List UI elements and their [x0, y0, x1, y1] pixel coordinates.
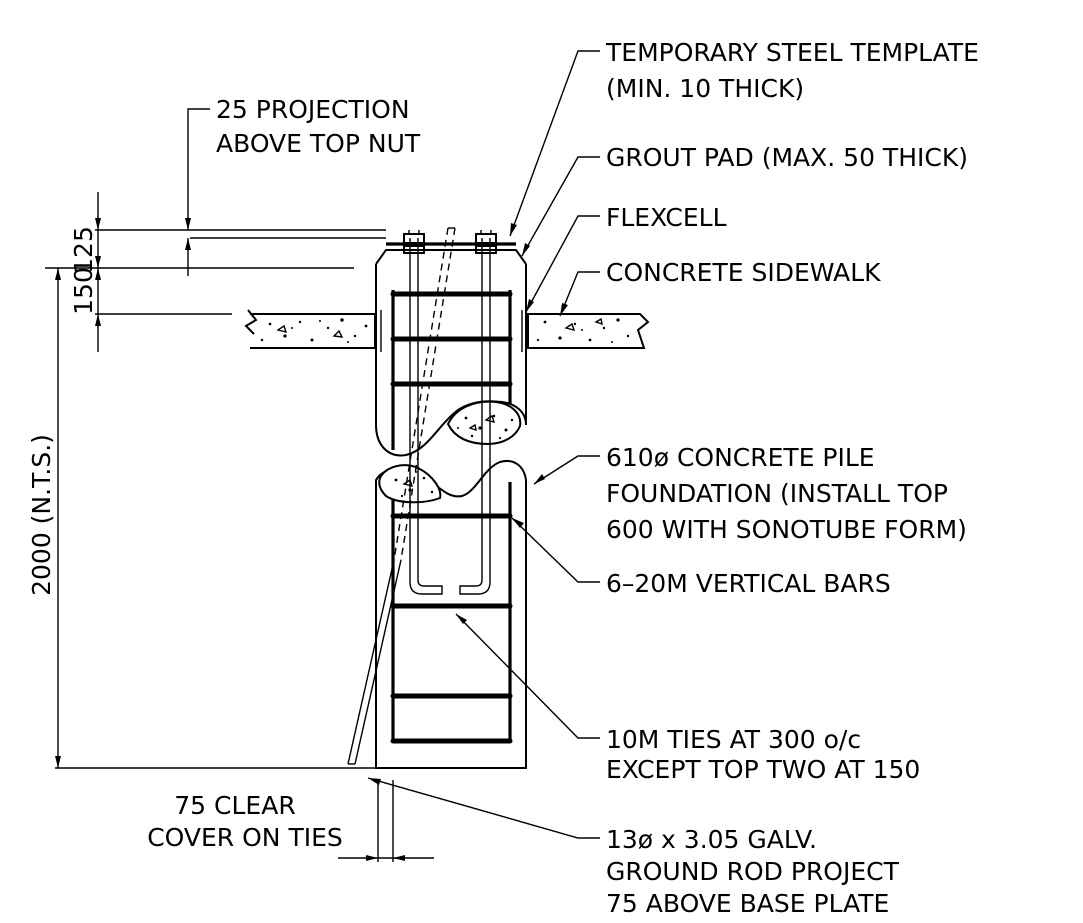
label-projection-line-1: 25 PROJECTION [216, 95, 410, 124]
label-rod-line-1: 13ø x 3.05 GALV. [606, 825, 817, 854]
label-template-line-1: TEMPORARY STEEL TEMPLATE [605, 38, 979, 67]
label-template-line-2: (MIN. 10 THICK) [606, 74, 804, 103]
label-vertical-bars: 6–20M VERTICAL BARS [606, 569, 891, 598]
dim-125: 125 [69, 226, 98, 274]
label-pile-line-1: 610ø CONCRETE PILE [606, 443, 875, 472]
dim-150: 150 [69, 267, 98, 315]
dim-2000: 2000 (N.T.S.) [27, 434, 56, 596]
label-ties-line-1: 10M TIES AT 300 o/c [606, 725, 861, 754]
label-rod-line-2: GROUND ROD PROJECT [606, 857, 900, 886]
label-cover-line-2: COVER ON TIES [147, 823, 343, 852]
label-grout-pad: GROUT PAD (MAX. 50 THICK) [606, 143, 968, 172]
label-ties-line-2: EXCEPT TOP TWO AT 150 [606, 755, 920, 784]
label-pile-line-3: 600 WITH SONOTUBE FORM) [606, 515, 967, 544]
label-pile-line-2: FOUNDATION (INSTALL TOP [606, 479, 948, 508]
anchor-bolts [403, 230, 497, 595]
label-sidewalk: CONCRETE SIDEWALK [606, 258, 881, 287]
dimension-lines [45, 108, 434, 862]
concrete-sidewalk [244, 309, 650, 349]
label-rod-line-3: 75 ABOVE BASE PLATE [606, 889, 889, 918]
vertical-bars [391, 290, 512, 742]
annotation-text: TEMPORARY STEEL TEMPLATE (MIN. 10 THICK)… [27, 38, 979, 918]
concrete-pile-lower [375, 460, 527, 769]
leader-lines [367, 50, 600, 839]
flexcell-joint [380, 310, 523, 352]
label-cover-line-1: 75 CLEAR [174, 791, 295, 820]
label-flexcell: FLEXCELL [606, 203, 727, 232]
ground-rod [347, 227, 456, 765]
label-projection-line-2: ABOVE TOP NUT [216, 129, 421, 158]
concrete-pile-upper [375, 249, 527, 457]
